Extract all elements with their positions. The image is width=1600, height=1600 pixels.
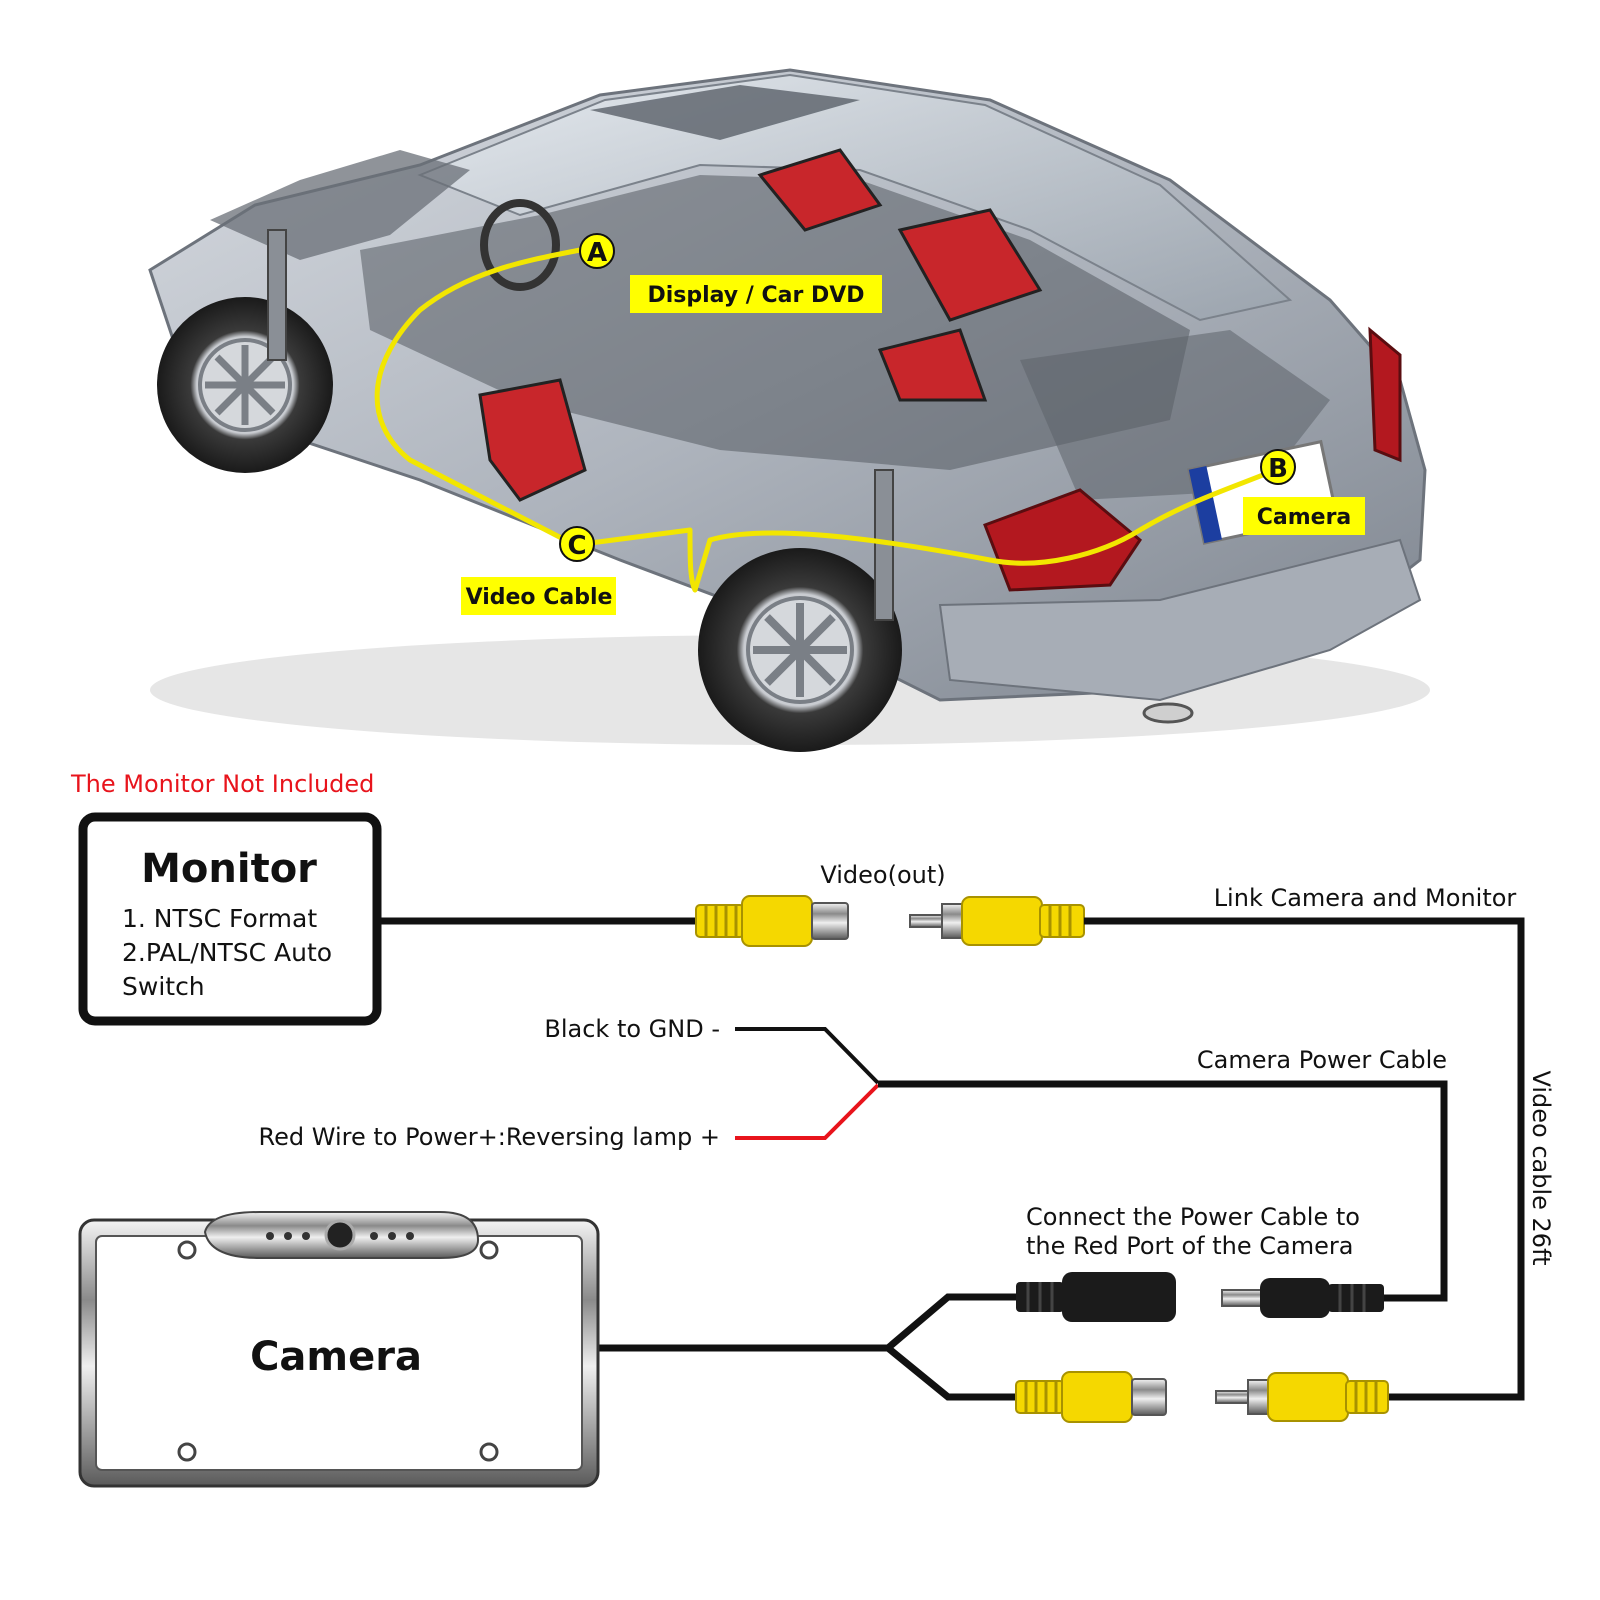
display-car-dvd-tag: Display / Car DVD — [630, 275, 882, 313]
mount-hole-top-right — [479, 1240, 499, 1260]
camera-power-cable-wire — [878, 1080, 1448, 1302]
front-seat — [478, 378, 587, 502]
rear-bench — [877, 328, 988, 402]
car-sunroof — [590, 85, 860, 140]
monitor-spec-line-1: 1. NTSC Format — [122, 904, 317, 933]
camera-power-branch — [885, 1293, 1020, 1351]
plate-eu-strip — [1188, 465, 1222, 544]
dc-power-socket-female — [1016, 1272, 1176, 1322]
camera-video-branch — [885, 1345, 1020, 1401]
connect-power-instruction-line-1: Connect the Power Cable to — [1026, 1203, 1360, 1231]
monitor-not-included-notice: The Monitor Not Included — [70, 770, 374, 798]
point-a-letter: A — [587, 238, 607, 268]
camera-lens — [324, 1219, 356, 1251]
camera-location-label: Camera — [1257, 505, 1352, 530]
red-power-wire — [735, 1083, 880, 1140]
steering-wheel — [480, 199, 560, 291]
rca-male-connector-bottom — [1215, 1372, 1389, 1422]
point-c-marker: C — [559, 526, 595, 562]
point-b-marker: B — [1260, 449, 1296, 485]
monitor-title: Monitor — [141, 846, 317, 892]
mount-hole-top-left — [177, 1240, 197, 1260]
rear-seat-left — [757, 148, 883, 232]
video-cable-tag: Video Cable — [461, 577, 616, 615]
rca-female-connector-camera — [1015, 1371, 1167, 1423]
monitor-spec-line-3: Switch — [122, 972, 205, 1001]
car-illustration — [148, 68, 1430, 752]
video-cable-label: Video Cable — [466, 585, 613, 610]
camera-ir-leds — [266, 1232, 414, 1240]
exhaust-pipe — [1142, 702, 1194, 724]
license-plate-frame-camera — [78, 1211, 600, 1488]
video-cable-route — [374, 247, 1276, 593]
rear-bumper — [938, 538, 1422, 702]
tail-light-right — [1368, 326, 1402, 463]
point-c-letter: C — [567, 531, 586, 561]
rca-male-connector-top — [909, 896, 1085, 946]
mount-hole-bottom-left — [177, 1442, 197, 1462]
display-car-dvd-label: Display / Car DVD — [647, 283, 864, 308]
front-suspension — [267, 229, 287, 361]
front-wheel-spokes — [205, 345, 285, 425]
car-roof-glass — [417, 73, 1293, 322]
monitor-spec-line-2: 2.PAL/NTSC Auto — [122, 938, 332, 967]
black-to-gnd-label: Black to GND - — [544, 1015, 720, 1043]
camera-power-cable-label: Camera Power Cable — [1197, 1046, 1447, 1074]
mount-hole-bottom-right — [479, 1442, 499, 1462]
camera-title: Camera — [250, 1334, 422, 1380]
dc-power-plug-male — [1221, 1278, 1384, 1318]
rear-wheel-spokes — [753, 603, 847, 697]
red-wire-label: Red Wire to Power+:Reversing lamp + — [259, 1123, 720, 1151]
camera-tag: Camera — [1243, 497, 1365, 535]
video-cable-26ft-wire — [1084, 917, 1525, 1401]
video-cable-length-label: Video cable 26ft — [1527, 1070, 1555, 1265]
point-b-letter: B — [1268, 454, 1288, 484]
link-camera-monitor-label: Link Camera and Monitor — [1214, 884, 1517, 912]
video-out-label: Video(out) — [820, 861, 945, 889]
monitor-box — [78, 812, 382, 1026]
black-ground-wire — [735, 1027, 880, 1085]
rear-seat-right — [897, 208, 1043, 322]
rca-female-connector-monitor — [695, 895, 849, 947]
point-a-marker: A — [579, 233, 615, 269]
connect-power-instruction-line-2: the Red Port of the Camera — [1026, 1232, 1353, 1260]
